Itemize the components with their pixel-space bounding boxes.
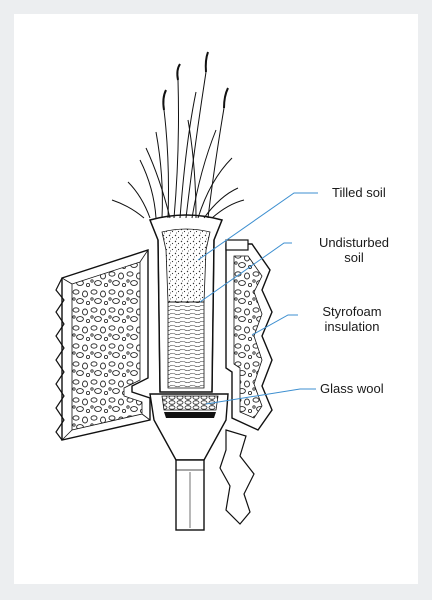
label-undisturbed-line1: Undisturbed bbox=[302, 235, 406, 250]
leader-glass-wool bbox=[206, 389, 316, 404]
label-styrofoam-insulation: Styrofoam insulation bbox=[300, 304, 404, 334]
label-tilled-soil: Tilled soil bbox=[332, 185, 386, 200]
label-undisturbed-soil: Undisturbed soil bbox=[302, 235, 406, 265]
leader-styrofoam bbox=[252, 315, 298, 335]
leader-undisturbed-soil bbox=[200, 243, 292, 302]
label-undisturbed-line2: soil bbox=[302, 250, 406, 265]
label-styrofoam-line1: Styrofoam bbox=[300, 304, 404, 319]
leader-tilled-soil bbox=[198, 193, 318, 260]
label-styrofoam-line2: insulation bbox=[300, 319, 404, 334]
label-glass-wool: Glass wool bbox=[320, 381, 384, 396]
